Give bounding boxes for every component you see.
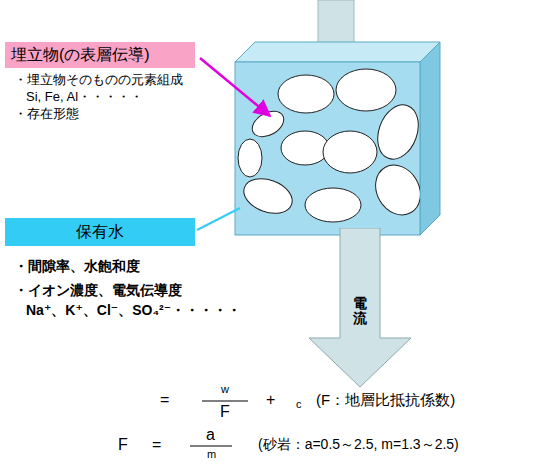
note-text: ・存在形態 xyxy=(14,106,79,122)
fraction-bar xyxy=(190,445,232,446)
label-box: 保有水 xyxy=(5,218,195,246)
formula-symbol: m xyxy=(207,448,216,461)
arrow-label: 電流 xyxy=(353,296,367,327)
current-arrow: 電流 xyxy=(308,228,412,388)
note-text: ・間隙率、水飽和度 xyxy=(14,258,140,275)
box-label: 埋立物(の表層伝導) xyxy=(11,45,150,66)
cube-side xyxy=(420,42,440,235)
formula-symbol: + xyxy=(266,390,275,409)
formula-symbol: w xyxy=(221,383,229,396)
formula-note: (砂岩：a=0.5～2.5, m=1.3～2.5) xyxy=(258,436,459,453)
fraction-bar xyxy=(202,400,248,401)
formula-symbol: F xyxy=(118,435,128,454)
formula-symbol: = xyxy=(152,435,161,454)
box-label: 保有水 xyxy=(76,222,124,243)
note-text: Si, Fe, Al・・・・・ xyxy=(26,89,143,105)
grains xyxy=(238,69,420,223)
formula-symbol: = xyxy=(160,390,169,409)
formula-note: (F：地層比抵抗係数) xyxy=(316,391,455,409)
leader-line xyxy=(200,58,270,116)
arrow-outline xyxy=(309,228,411,387)
formula-symbol: a xyxy=(206,425,215,444)
note-text: ・イオン濃度、電気伝導度 xyxy=(14,282,182,299)
leader-line xyxy=(197,208,240,230)
note-text: Na⁺、K⁺、Cl⁻、SO₄²⁻・・・・・ xyxy=(26,302,241,319)
formula-symbol: c xyxy=(296,398,302,411)
label-box: 埋立物(の表層伝導) xyxy=(5,42,195,68)
note-text: ・埋立物そのものの元素組成 xyxy=(14,72,183,88)
cube-top xyxy=(235,42,440,62)
formula-symbol: F xyxy=(220,402,230,421)
